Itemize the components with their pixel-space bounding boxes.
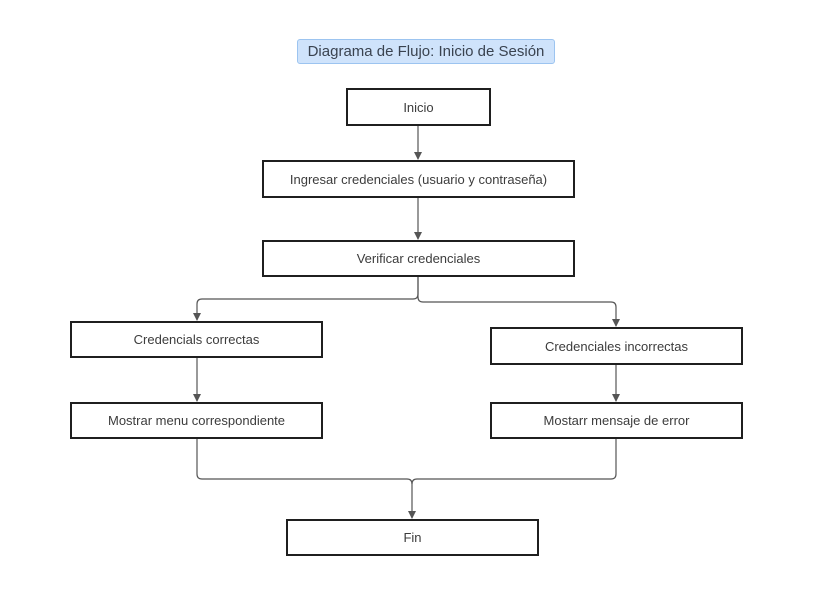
node-start: Inicio [346,88,491,126]
node-verify-credentials: Verificar credenciales [262,240,575,277]
connector-verify-correct [193,277,419,321]
node-end: Fin [286,519,539,556]
diagram-title: Diagrama de Flujo: Inicio de Sesión [297,39,555,64]
connector-verify-incorrect [417,277,620,327]
node-show-menu: Mostrar menu correspondiente [70,402,323,439]
node-input-credentials: Ingresar credenciales (usuario y contras… [262,160,575,198]
node-incorrect-credentials: Credenciales incorrectas [490,327,743,365]
node-correct-credentials: Credencials correctas [70,321,323,358]
connector-error-end [411,439,617,485]
connector-menu-end [196,439,416,519]
node-show-error: Mostarr mensaje de error [490,402,743,439]
